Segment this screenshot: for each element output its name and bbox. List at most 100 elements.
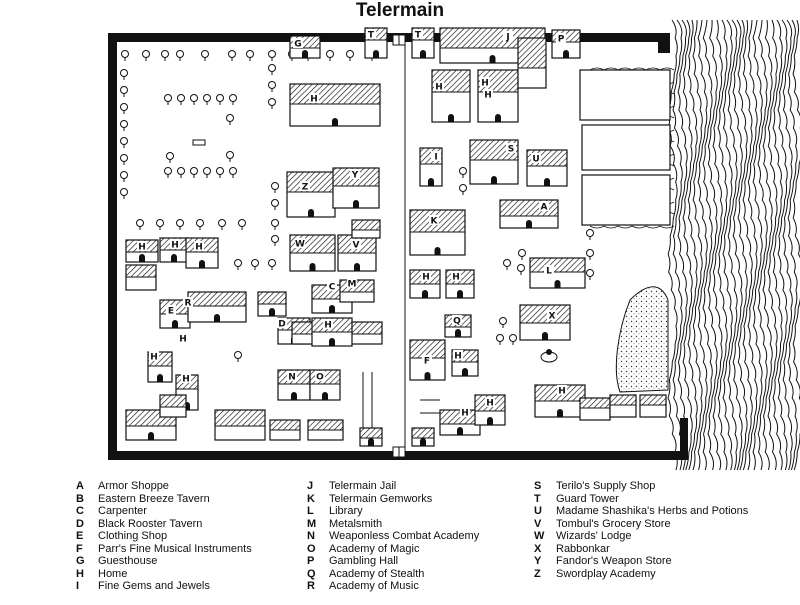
- river-wave: [787, 19, 798, 470]
- river-wave: [712, 19, 723, 470]
- building-label: H: [557, 385, 567, 397]
- legend-key: P: [307, 555, 315, 567]
- building-label: G: [293, 38, 303, 50]
- legend-name: Madame Shashika's Herbs and Potions: [556, 505, 749, 517]
- building-label: V: [351, 239, 361, 251]
- building-label: H: [480, 77, 490, 89]
- river-wave: [752, 19, 763, 470]
- legend-key: Q: [307, 567, 316, 580]
- building-label: N: [287, 371, 297, 383]
- building-label-text: T: [368, 31, 375, 41]
- tree: [120, 154, 128, 165]
- legend-name: Wizards' Lodge: [556, 530, 632, 542]
- legend-key: L: [307, 505, 314, 517]
- building-label-text: R: [185, 299, 192, 309]
- tree: [120, 69, 128, 80]
- building-label: H: [421, 271, 431, 283]
- building-label: H: [137, 241, 147, 253]
- legend-key: Z: [534, 567, 541, 580]
- river-wave: [777, 19, 788, 470]
- tree: [216, 167, 224, 178]
- building: [529, 257, 586, 289]
- tree: [346, 50, 354, 61]
- building-label: H: [194, 241, 204, 253]
- legend-name: Carpenter: [98, 505, 147, 517]
- building: [307, 419, 344, 441]
- river: [589, 19, 800, 470]
- building-label: U: [531, 153, 541, 165]
- building-label-text: H: [558, 387, 566, 397]
- tree: [496, 334, 504, 345]
- building-label-text: H: [454, 352, 462, 362]
- tree: [166, 152, 174, 163]
- gate: [392, 34, 406, 46]
- building-label: J: [503, 31, 513, 43]
- legend-name: Home: [98, 567, 128, 580]
- building-label: H: [485, 397, 495, 409]
- tree: [586, 229, 594, 240]
- tree: [586, 269, 594, 280]
- legend-name: Academy of Magic: [329, 542, 420, 555]
- building-label: T: [366, 29, 376, 41]
- building: [517, 37, 547, 89]
- building-label-text: H: [486, 399, 494, 409]
- tree: [121, 50, 129, 61]
- tree: [228, 50, 236, 61]
- legend-key: A: [76, 480, 84, 492]
- legend-name: Fandor's Weapon Store: [556, 555, 672, 567]
- building: [159, 394, 187, 418]
- legend-key: F: [76, 542, 83, 555]
- building-label-text: T: [415, 31, 422, 41]
- building: [257, 291, 287, 317]
- building-label: O: [315, 371, 325, 383]
- tree: [518, 249, 526, 260]
- river-wave: [717, 19, 728, 470]
- legend-key: N: [307, 530, 315, 542]
- building-label: E: [166, 305, 176, 317]
- building-label-text: Z: [302, 183, 309, 193]
- building-label: P: [556, 33, 566, 45]
- legend-key: D: [76, 517, 84, 530]
- plaza-bench: [192, 139, 206, 146]
- legend-item: S Terilo's Supply Shop: [534, 480, 748, 493]
- tree: [268, 98, 276, 109]
- river-wave: [672, 19, 683, 470]
- building-label-text: I: [434, 153, 437, 163]
- legend-name: Terilo's Supply Shop: [556, 480, 656, 492]
- building: [409, 269, 441, 299]
- legend-key: J: [307, 480, 314, 492]
- building: [609, 394, 637, 418]
- building-label-text: H: [138, 243, 146, 253]
- legend-key: O: [307, 542, 316, 555]
- river-wave: [697, 19, 708, 470]
- tree: [271, 182, 279, 193]
- building-label-text: U: [532, 155, 539, 165]
- building: [469, 139, 519, 185]
- river-wave: [742, 19, 753, 470]
- legend-key: S: [534, 480, 542, 492]
- tree: [161, 50, 169, 61]
- building: [445, 269, 475, 299]
- docks: [579, 69, 671, 226]
- tree: [499, 317, 507, 328]
- legend-name: Tombul's Grocery Store: [556, 517, 671, 530]
- river-wave: [667, 19, 678, 470]
- building: [286, 171, 336, 218]
- tree: [196, 219, 204, 230]
- legend-key: E: [76, 530, 84, 542]
- legend-name: Fine Gems and Jewels: [98, 580, 210, 592]
- tree: [190, 94, 198, 105]
- river-wave: [737, 19, 748, 470]
- tree: [218, 219, 226, 230]
